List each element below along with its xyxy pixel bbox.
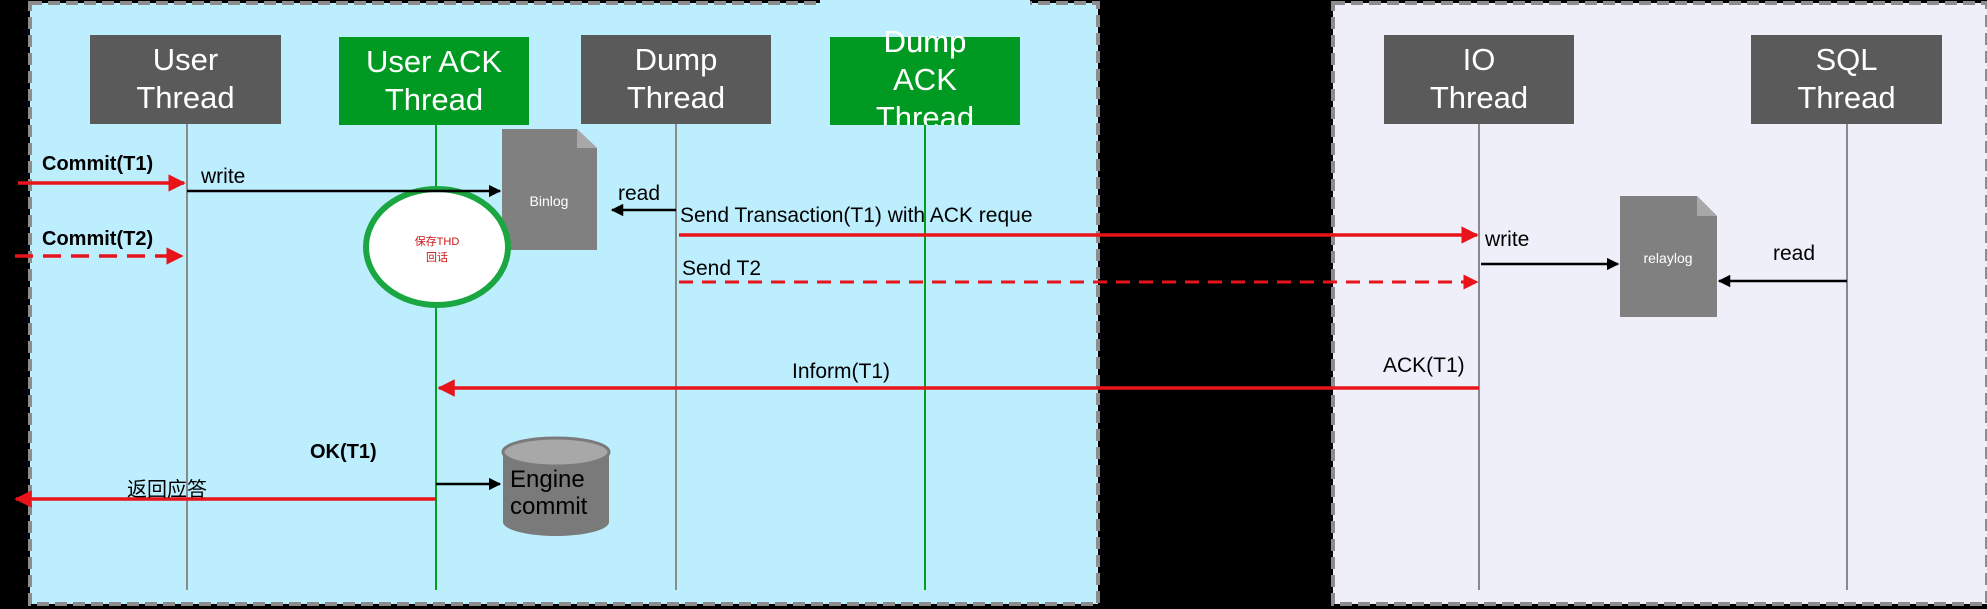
send-transaction-label: Send Transaction(T1) with ACK reque [680, 204, 1033, 227]
dump-thread-label-line2: Thread [627, 80, 725, 115]
reply-label: 返回应答 [127, 478, 207, 501]
session-label: 回话 [426, 251, 448, 264]
relaylog-file: relaylog [1620, 196, 1717, 317]
write-binlog-label: write [200, 165, 245, 188]
dump-ack-thread-box: Dump ACK Thread [830, 24, 1020, 135]
io-thread-box: IO Thread [1384, 35, 1574, 124]
commit-t1-label: Commit(T1) [42, 153, 153, 175]
relaylog-label: relaylog [1643, 250, 1692, 266]
binlog-file: Binlog [502, 129, 597, 250]
user-ack-thread-label-line2: Thread [385, 82, 483, 117]
dump-thread-box: Dump Thread [581, 35, 771, 124]
ok-t1-label: OK(T1) [310, 441, 377, 463]
send-t2-label: Send T2 [682, 257, 761, 280]
binlog-label: Binlog [530, 193, 569, 209]
sql-thread-label-line2: Thread [1797, 80, 1895, 115]
io-thread-label-line2: Thread [1430, 80, 1528, 115]
inform-t1-label: Inform(T1) [792, 360, 890, 383]
io-thread-label-line1: IO [1463, 42, 1496, 77]
ack-t1-label: ACK(T1) [1383, 354, 1465, 377]
commit-t2-label: Commit(T2) [42, 228, 153, 250]
save-thd-session-circle: 保存THD 回话 [363, 186, 511, 308]
user-thread-box: User Thread [90, 35, 281, 124]
engine-commit-label-line1: Engine [510, 466, 585, 493]
user-ack-thread-label-line1: User ACK [366, 44, 502, 79]
sql-thread-label-line1: SQL [1815, 42, 1877, 77]
dump-ack-thread-label-top: Dump [884, 24, 967, 59]
io-write-label: write [1484, 228, 1529, 251]
engine-commit-cylinder: Engine commit [501, 436, 611, 536]
sql-thread-box: SQL Thread [1751, 35, 1942, 124]
user-ack-thread-box: User ACK Thread [339, 37, 529, 125]
engine-commit-label-line2: commit [510, 493, 588, 520]
save-thd-label: 保存THD [415, 234, 460, 248]
user-thread-label-line1: User [153, 42, 218, 77]
dump-thread-label-line1: Dump [635, 42, 718, 77]
sql-read-label: read [1773, 242, 1815, 265]
user-thread-label-line2: Thread [136, 80, 234, 115]
dump-ack-thread-label-line2: ACK [893, 62, 957, 97]
read-binlog-label: read [618, 182, 660, 205]
